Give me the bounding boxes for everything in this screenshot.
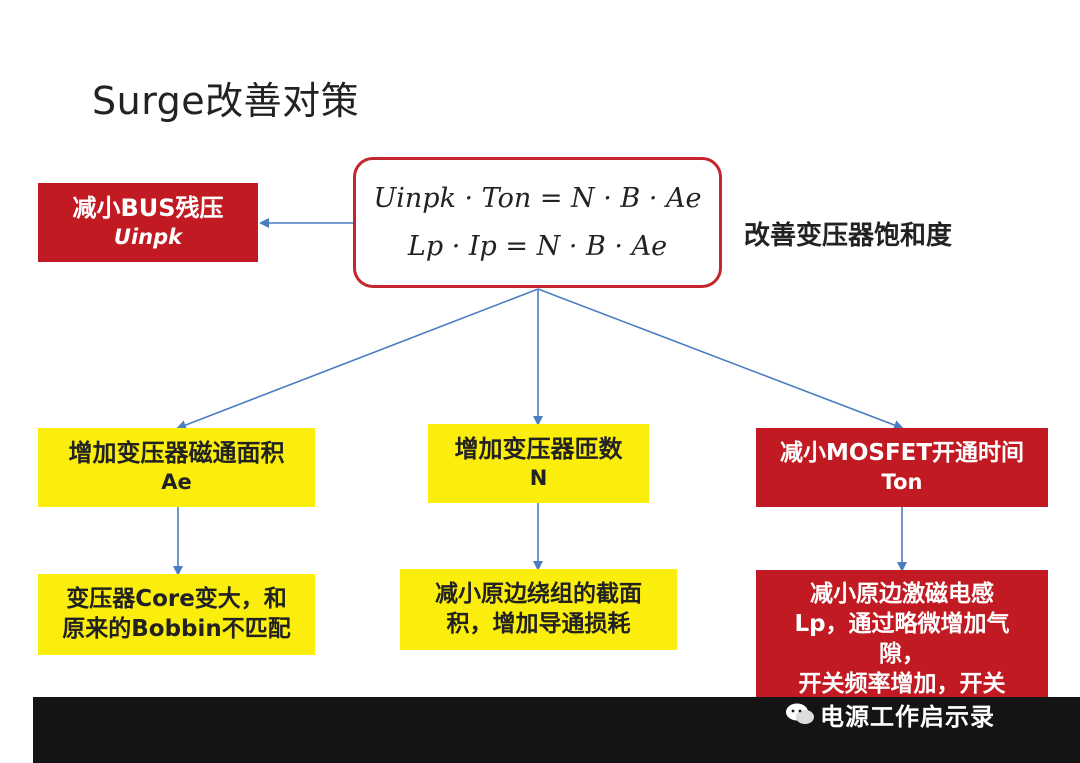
branch-n-line-2: N	[529, 466, 548, 491]
result-ton-line-2: Lp，通过略微增加气	[794, 610, 1010, 637]
formula-box: Uinpk · Ton = N · B · Ae Lp · Ip = N · B…	[353, 157, 722, 288]
formula-line-2: Lp · Ip = N · B · Ae	[407, 230, 668, 262]
branch-ton-box: 减小MOSFET开通时间 Ton	[756, 428, 1048, 507]
branch-n-box: 增加变压器匝数 N	[428, 424, 649, 503]
result-n-line-1: 减小原边绕组的截面	[435, 580, 642, 607]
result-ae-line-2: 原来的Bobbin不匹配	[62, 615, 291, 642]
result-ton-line-1: 减小原边激磁电感	[810, 581, 994, 607]
bottom-bar	[33, 697, 1080, 763]
result-ae-line-1: 变压器Core变大，和	[66, 585, 287, 612]
chat-icon	[786, 703, 814, 724]
branch-ae-box: 增加变压器磁通面积 Ae	[38, 428, 315, 507]
branch-ae-line-2: Ae	[161, 470, 192, 495]
branch-ae-line-1: 增加变压器磁通面积	[68, 439, 285, 468]
branch-ton-line-2: Ton	[881, 469, 923, 494]
page-title: Surge改善对策	[92, 79, 360, 123]
formula-line-1: Uinpk · Ton = N · B · Ae	[373, 183, 702, 215]
result-ae-box: 变压器Core变大，和 原来的Bobbin不匹配	[38, 574, 315, 655]
result-ton-box: 减小原边激磁电感 Lp，通过略微增加气 隙， 开关频率增加，开关	[756, 570, 1048, 720]
result-n-line-2: 积，增加导通损耗	[446, 610, 631, 637]
result-ton-line-3: 隙，	[879, 640, 925, 667]
branch-n-line-1: 增加变压器匝数	[454, 435, 623, 464]
reduce-bus-box: 减小BUS残压 Uinpk	[38, 183, 258, 262]
result-n-box: 减小原边绕组的截面 积，增加导通损耗	[400, 569, 677, 650]
arrow-to-ton	[537, 288, 904, 430]
arrow-to-ae	[176, 288, 539, 430]
saturation-label: 改善变压器饱和度	[744, 221, 953, 251]
reduce-bus-line-2: Uinpk	[113, 225, 183, 250]
watermark-text: 电源工作启示录	[820, 703, 995, 731]
result-ton-line-4: 开关频率增加，开关	[798, 670, 1006, 697]
branch-ton-line-1: 减小MOSFET开通时间	[779, 439, 1025, 466]
reduce-bus-line-1: 减小BUS残压	[72, 194, 224, 223]
